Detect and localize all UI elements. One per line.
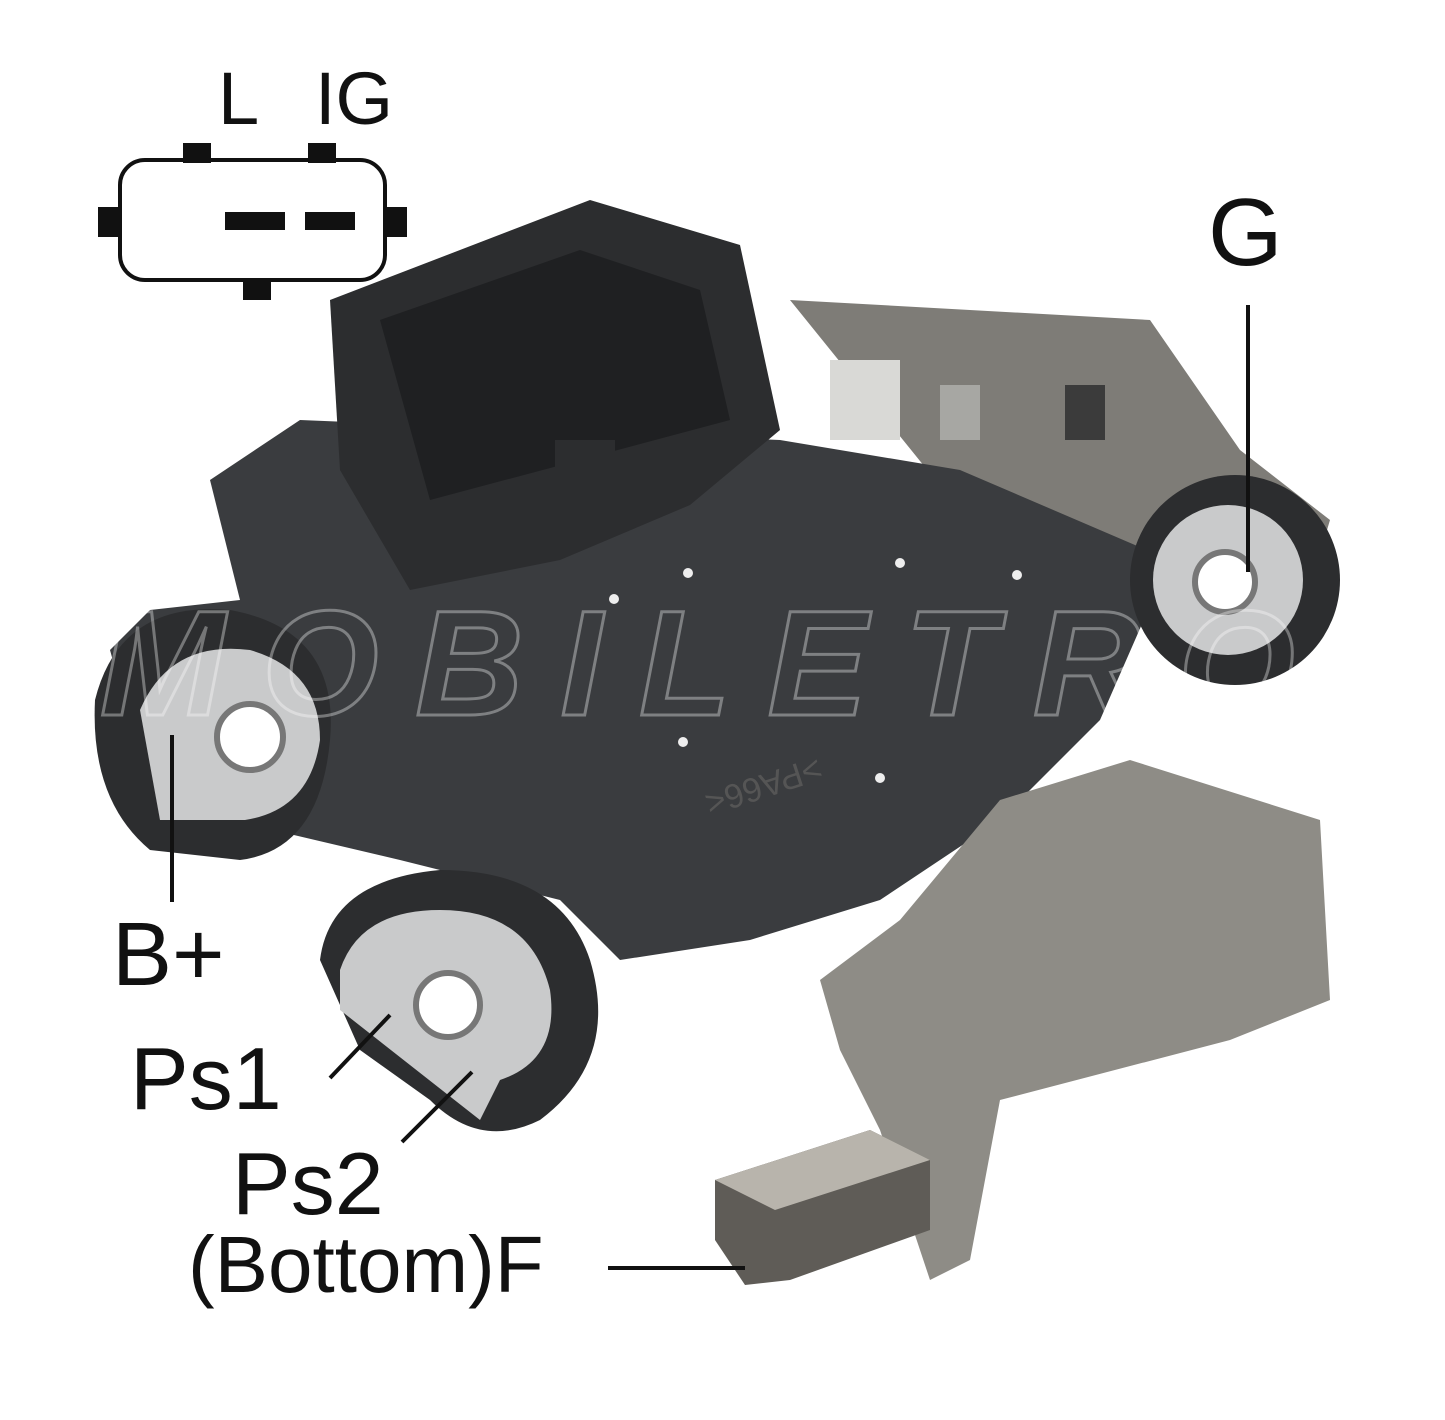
regulator-body <box>110 420 1170 960</box>
leader-lines <box>170 305 1250 1270</box>
label-g: G <box>1208 179 1283 286</box>
watermark: MOBILETRON <box>100 579 1443 747</box>
label-ps2: Ps2 <box>232 1134 384 1233</box>
brush-holder <box>820 760 1330 1280</box>
connector-pinout-icon <box>98 143 407 300</box>
g-terminal <box>1130 475 1340 685</box>
label-b-plus: B+ <box>112 905 225 1005</box>
pin-label-l: L <box>218 57 260 140</box>
b-plus-terminal <box>94 609 331 860</box>
label-f: (Bottom)F <box>188 1220 544 1309</box>
regulator-photo: >PA66< MOBILETRON <box>94 200 1444 1285</box>
ps-terminal <box>320 870 599 1132</box>
pin-label-ig: IG <box>315 57 394 140</box>
label-ps1: Ps1 <box>130 1029 282 1128</box>
